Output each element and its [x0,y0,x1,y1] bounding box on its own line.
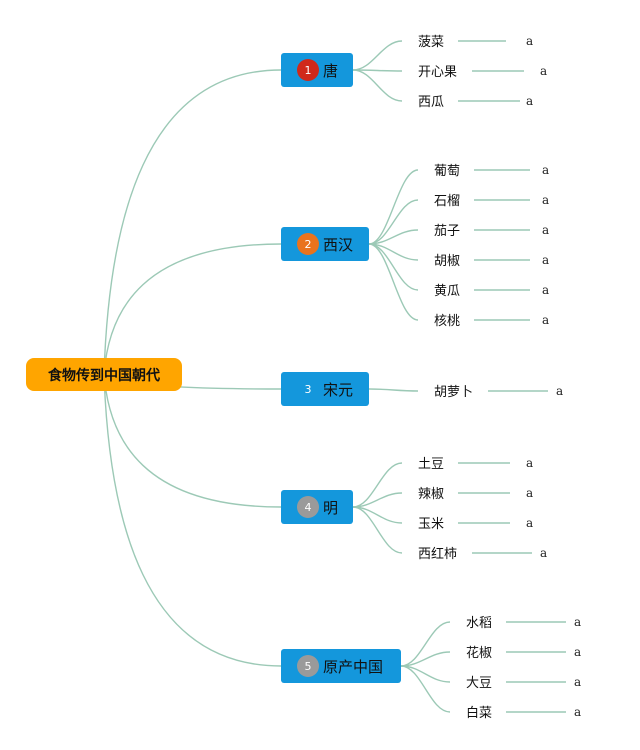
leaf-item[interactable]: 茄子 a [434,223,549,239]
leaf-note: a [556,384,563,398]
leaf-item[interactable]: 水稻 a [466,615,581,631]
root-branch-connector [103,243,282,375]
root-branch-connector [103,373,282,667]
badge-number: 3 [305,383,312,396]
branch-node[interactable]: 5 原产中国 [281,649,401,683]
leaf-label: 土豆 [418,457,444,472]
leaf-item[interactable]: 胡椒 a [434,253,549,269]
branch-leaf-connector [400,651,451,667]
leaf-label: 葡萄 [434,164,460,179]
root-node[interactable]: 食物传到中国朝代 [26,358,182,391]
root-node-box [26,358,182,391]
badge-number: 1 [305,64,312,77]
leaf-label: 西红柿 [418,546,457,562]
leaf-item[interactable]: 西红柿 a [418,546,547,562]
leaf-item[interactable]: 辣椒 a [418,486,533,502]
branch-node-label: 宋元 [323,381,353,399]
leaf-label: 辣椒 [418,487,444,502]
leaf-item[interactable]: 葡萄 a [434,163,549,179]
leaf-item[interactable]: 花椒 a [466,645,581,661]
badge-number: 5 [305,660,312,673]
root-node-label: 食物传到中国朝代 [48,367,160,384]
leaf-item[interactable]: 大豆 a [466,675,581,691]
leaf-item[interactable]: 菠菜 a [418,34,533,50]
leaf-note: a [542,283,549,297]
leaf-item[interactable]: 白菜 a [466,705,581,721]
leaf-label: 菠菜 [418,35,444,50]
leaf-item[interactable]: 胡萝卜 a [434,384,563,400]
number-badge-icon [297,655,319,677]
leaf-note: a [542,313,549,327]
branch-node-label: 西汉 [323,236,353,254]
branch-leaf-connector [352,492,403,508]
leaf-note: a [542,223,549,237]
leaf-item[interactable]: 开心果 a [418,64,547,80]
branch-leaf-connector [352,462,403,508]
leaf-note: a [540,64,547,78]
leaf-label: 核桃 [434,314,460,329]
branch-leaf-connector [368,243,419,321]
leaf-label: 花椒 [466,645,492,661]
leaf-label: 胡椒 [434,254,460,269]
leaf-item[interactable]: 西瓜 a [418,94,533,110]
number-badge-icon [297,378,319,400]
branch-leaf-connector [368,229,419,245]
leaf-label: 白菜 [466,705,492,721]
leaf-note: a [526,486,533,500]
branch-node-label: 明 [323,499,338,517]
leaf-label: 大豆 [466,676,492,691]
branch-node-label: 原产中国 [323,658,383,676]
leaf-note: a [574,675,581,689]
leaf-label: 黄瓜 [434,284,460,299]
leaf-note: a [542,253,549,267]
leaf-label: 西瓜 [418,95,444,110]
leaf-item[interactable]: 玉米 a [418,516,533,532]
badge-number: 4 [305,501,312,514]
leaf-label: 玉米 [418,517,444,532]
leaf-note: a [526,34,533,48]
leaf-item[interactable]: 石榴 a [434,193,549,209]
branch-leaf-connector [352,506,403,554]
leaf-label: 石榴 [434,194,460,209]
branch-leaf-connector [368,199,419,245]
branch-leaf-connector [400,665,451,713]
branch-node[interactable]: 3 宋元 [281,372,369,406]
branch-leaf-connector [368,243,419,291]
leaf-note: a [574,645,581,659]
leaf-item[interactable]: 黄瓜 a [434,283,549,299]
leaf-item[interactable]: 土豆 a [418,456,533,472]
number-badge-icon [297,233,319,255]
badge-number: 2 [305,238,312,251]
leaf-note: a [526,94,533,108]
number-badge-icon [297,59,319,81]
branch-leaf-connector [368,169,419,245]
leaf-note: a [574,705,581,719]
branch-leaf-connector [400,621,451,667]
leaf-label: 茄子 [434,224,460,239]
leaf-label: 胡萝卜 [434,385,473,400]
leaf-label: 水稻 [466,616,492,631]
leaf-item[interactable]: 核桃 a [434,313,549,329]
root-branch-connector [103,373,282,508]
leaf-note: a [526,516,533,530]
leaf-label: 开心果 [418,65,457,80]
branch-node-label: 唐 [323,62,338,80]
branch-node[interactable]: 2 西汉 [281,227,369,261]
root-branch-connector [103,69,282,375]
leaf-note: a [542,163,549,177]
branch-leaf-connector [352,69,403,102]
branch-leaf-connector [352,40,403,71]
leaf-note: a [526,456,533,470]
leaf-note: a [574,615,581,629]
leaf-note: a [542,193,549,207]
leaf-note: a [540,546,547,560]
number-badge-icon [297,496,319,518]
branch-leaf-connector [368,388,419,392]
